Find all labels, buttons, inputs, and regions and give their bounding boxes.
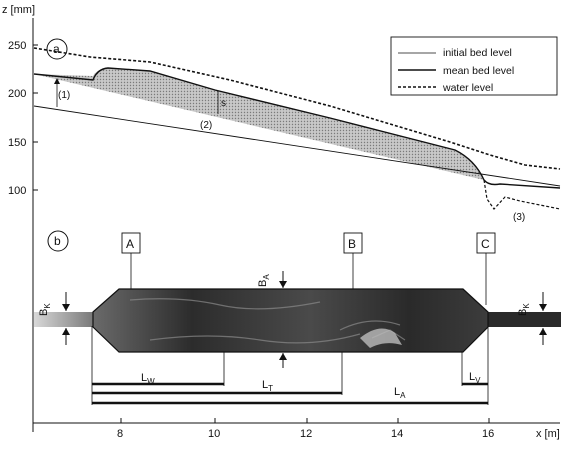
bk-right-main: B [517, 309, 529, 316]
lw-sub: W [147, 377, 155, 386]
annotation-s: s [221, 98, 226, 109]
x-tick-8: 8 [117, 428, 123, 440]
x-axis-label: x [m] [536, 428, 560, 440]
bk-left-main: B [38, 309, 50, 316]
panel-a: a (1) s (2) (3) initial bed level mean b… [33, 36, 561, 223]
annotation-1-arrowhead [54, 78, 60, 84]
y-axis-label: z [mm] [2, 4, 35, 16]
svg-text:BK: BK [517, 303, 531, 316]
annotation-1: (1) [58, 90, 70, 101]
ba-sub: A [262, 274, 271, 280]
svg-text:LV: LV [469, 371, 481, 385]
annotation-2: (2) [200, 120, 212, 131]
box-c-label: C [481, 237, 490, 251]
box-a-label: A [126, 237, 134, 251]
x-tick-14: 14 [391, 428, 403, 440]
lw-main: L [141, 372, 147, 384]
box-b [343, 232, 363, 254]
y-axis: z [mm] 250 200 150 100 [2, 4, 38, 432]
y-tick-100: 100 [8, 185, 26, 197]
box-b-label: B [348, 237, 356, 251]
x-axis: 8 10 12 14 16 x [m] [33, 418, 560, 440]
bk-left-dimension: BK [38, 292, 70, 345]
initial-bed-line [33, 105, 561, 187]
channel-highlight [360, 328, 402, 348]
legend-water-label: water level [442, 82, 493, 94]
channel-texture [129, 298, 406, 344]
deposit-area [34, 68, 484, 180]
lt-sub: T [268, 384, 273, 393]
la-main: L [394, 386, 400, 398]
bk-right-sub: K [522, 303, 531, 309]
water-level-line [33, 47, 561, 170]
bk-right-dimension: BK [517, 292, 547, 345]
legend: initial bed level mean bed level water l… [390, 36, 558, 96]
downstream-flume [487, 312, 561, 327]
la-sub: A [400, 391, 406, 400]
panel-b-label: b [54, 234, 61, 248]
lt-main: L [262, 379, 268, 391]
svg-text:LT: LT [262, 379, 273, 393]
svg-text:BA: BA [257, 274, 271, 287]
y-tick-150: 150 [8, 137, 26, 149]
svg-text:LA: LA [394, 386, 406, 400]
lv-sub: V [475, 376, 481, 385]
y-tick-250: 250 [8, 40, 26, 52]
x-tick-12: 12 [300, 428, 312, 440]
x-tick-16: 16 [482, 428, 494, 440]
legend-mean-label: mean bed level [443, 65, 514, 77]
bk-left-sub: K [43, 303, 52, 309]
panel-b-badge [47, 230, 69, 252]
panel-b: b A B C BK [34, 230, 561, 405]
svg-text:LW: LW [141, 372, 155, 386]
legend-initial-label: initial bed level [443, 47, 512, 59]
annotation-3: (3) [513, 212, 525, 223]
scour-hole-dashed [483, 179, 561, 210]
x-tick-10: 10 [208, 428, 220, 440]
mean-bed-line [33, 67, 561, 189]
panel-a-label: a [53, 42, 60, 56]
upstream-flume [34, 312, 94, 327]
y-tick-200: 200 [8, 88, 26, 100]
lv-main: L [469, 371, 475, 383]
svg-text:BK: BK [38, 303, 52, 316]
box-a [121, 232, 141, 254]
box-c [476, 232, 496, 254]
panel-a-badge [46, 38, 68, 60]
ba-main: B [257, 280, 269, 287]
ba-dimension: BA [257, 271, 287, 368]
